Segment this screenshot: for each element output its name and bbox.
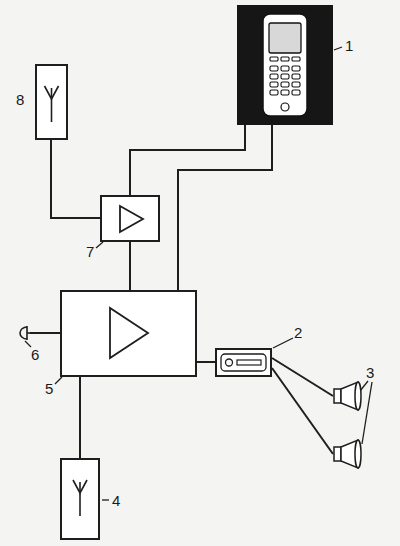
antenna-mast [51, 88, 53, 122]
phone-key [281, 57, 289, 61]
phone-key [270, 82, 278, 87]
phone-key [281, 82, 289, 87]
wire-connector [51, 140, 100, 218]
amplifier-triangle [120, 206, 143, 232]
wire-connector [79, 377, 81, 458]
radio-knob [226, 359, 233, 366]
antenna-box: 8 [35, 64, 68, 140]
part-illustration [62, 460, 98, 538]
part-illustration [102, 197, 158, 240]
radio-slot [237, 360, 261, 365]
wire-connector [272, 368, 333, 454]
speaker-pair: 3 [333, 382, 363, 470]
phone-key [281, 74, 289, 79]
phone-body [263, 14, 307, 116]
handsfree-unit: 5 [60, 290, 197, 377]
callout-number: 7 [86, 244, 94, 259]
part-illustration [37, 66, 66, 138]
wire-connector [197, 361, 215, 363]
phone-key [292, 82, 300, 87]
callout-number: 6 [31, 347, 39, 362]
antenna-head [73, 480, 87, 493]
microphone-lead [27, 332, 30, 334]
amplifier-triangle [110, 308, 148, 358]
microphone-symbol: 6 [12, 325, 30, 341]
part-illustration [217, 350, 270, 375]
speaker-symbol [334, 382, 361, 410]
speaker-symbol [334, 440, 361, 468]
leader-line [55, 377, 62, 384]
speaker-mouth [355, 440, 361, 468]
phone-key [270, 66, 278, 71]
leader-line [334, 47, 342, 50]
phone-keypad [270, 57, 300, 95]
wire-connector [178, 125, 272, 290]
speaker-mouth [355, 382, 361, 410]
phone-key [281, 90, 289, 95]
phone-key [270, 90, 278, 95]
car-radio: 2 [215, 348, 272, 377]
leader-line [273, 338, 293, 348]
phone-key [281, 66, 289, 71]
callout-number: 3 [366, 365, 374, 380]
wire-connector [129, 242, 131, 290]
phone-key [292, 57, 300, 61]
leader-line [25, 341, 31, 347]
callout-number: 5 [45, 381, 53, 396]
leader-line [96, 242, 103, 248]
phone-key [292, 90, 300, 95]
leader-line [102, 499, 109, 500]
wire-connector [272, 358, 333, 396]
part-illustration [12, 325, 30, 341]
antenna-head [45, 86, 59, 99]
antenna-box: 4 [60, 458, 100, 540]
phone-key [292, 66, 300, 71]
phone-button [281, 103, 289, 111]
microphone-symbol [20, 326, 30, 340]
amplifier-box: 7 [100, 195, 160, 242]
speaker-magnet [334, 389, 341, 403]
phone-key [270, 74, 278, 79]
part-illustration [62, 292, 195, 375]
antenna-symbol [73, 480, 87, 516]
antenna-mast [79, 482, 81, 516]
phone-screen [269, 23, 301, 53]
part-illustration [333, 382, 363, 470]
antenna-symbol [45, 86, 59, 122]
callout-number: 4 [112, 493, 120, 508]
phone-key [270, 57, 278, 61]
speaker-magnet [334, 447, 341, 461]
wire-connector [130, 125, 245, 195]
callout-number: 1 [345, 38, 353, 53]
wire-connector [30, 332, 60, 334]
callout-number: 8 [16, 92, 24, 107]
leader-line [362, 382, 372, 444]
phone-frame [237, 5, 333, 125]
mobile-phone: 1 [237, 5, 333, 125]
part-illustration [237, 5, 333, 125]
radio-panel [221, 354, 266, 371]
phone-key [292, 74, 300, 79]
callout-number: 2 [294, 325, 302, 340]
microphone-capsule [20, 327, 27, 339]
